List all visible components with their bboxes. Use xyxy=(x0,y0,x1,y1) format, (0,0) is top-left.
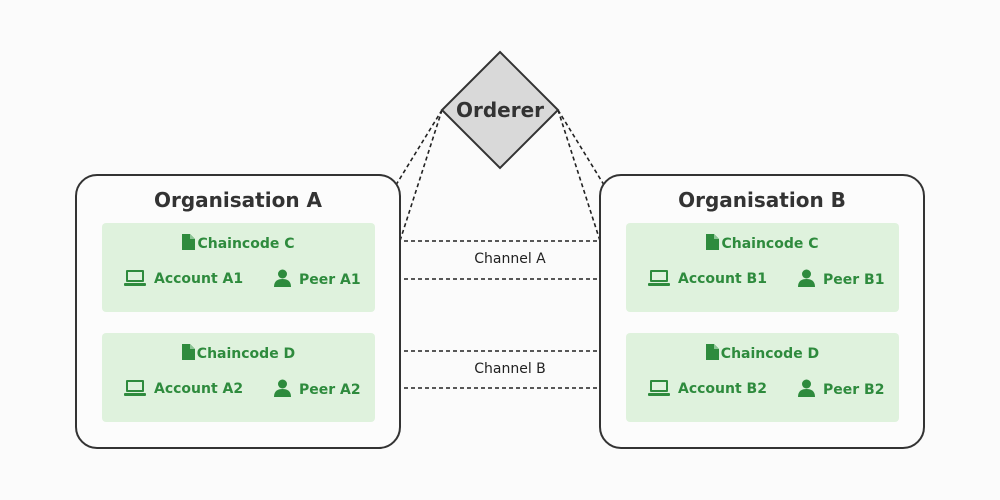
account-item: Account B1 xyxy=(648,269,767,290)
chaincode-label: Chaincode C xyxy=(102,234,375,254)
account-label: Account B2 xyxy=(678,381,767,397)
org-b-chaincode-c-group: Chaincode C Account B1 Peer B1 xyxy=(626,223,899,312)
account-item: Account A1 xyxy=(124,269,243,290)
orderer-diamond xyxy=(440,50,560,170)
peer-label: Peer A2 xyxy=(299,382,361,398)
organisation-b-title: Organisation B xyxy=(678,188,846,212)
chaincode-label: Chaincode D xyxy=(102,344,375,364)
laptop-icon xyxy=(648,379,670,400)
document-icon xyxy=(181,344,195,364)
peer-label: Peer A1 xyxy=(299,272,361,288)
laptop-icon xyxy=(124,269,146,290)
chaincode-name: Chaincode C xyxy=(721,236,819,252)
organisation-b-box: Organisation B Chaincode C Account B1 Pe… xyxy=(599,174,925,449)
chaincode-name: Chaincode D xyxy=(720,346,820,362)
org-a-chaincode-c-group: Chaincode C Account A1 Peer A1 xyxy=(102,223,375,312)
document-icon xyxy=(182,234,196,254)
person-icon xyxy=(798,379,815,401)
account-item: Account A2 xyxy=(124,379,243,400)
account-label: Account B1 xyxy=(678,271,767,287)
orderer-to-org-b-top-line xyxy=(557,109,629,225)
laptop-icon xyxy=(648,269,670,290)
org-b-chaincode-d-group: Chaincode D Account B2 Peer B2 xyxy=(626,333,899,422)
chaincode-name: Chaincode D xyxy=(196,346,296,362)
person-icon xyxy=(274,269,291,291)
account-item: Account B2 xyxy=(648,379,767,400)
account-label: Account A2 xyxy=(154,381,244,397)
org-a-chaincode-d-group: Chaincode D Account A2 Peer A2 xyxy=(102,333,375,422)
organisation-a-title: Organisation A xyxy=(153,188,322,212)
chaincode-name: Chaincode C xyxy=(197,236,295,252)
channel-b-label: Channel B xyxy=(474,361,546,377)
peer-item: Peer B2 xyxy=(798,379,884,401)
document-icon xyxy=(705,344,719,364)
chaincode-label: Chaincode D xyxy=(626,344,899,364)
peer-item: Peer A2 xyxy=(274,379,361,401)
peer-label: Peer B1 xyxy=(823,272,885,288)
account-label: Account A1 xyxy=(154,271,244,287)
organisation-a-box: Organisation A Chaincode C Account A1 Pe… xyxy=(75,174,401,449)
orderer-to-org-a-top-line xyxy=(371,109,443,225)
peer-label: Peer B2 xyxy=(823,382,885,398)
person-icon xyxy=(798,269,815,291)
peer-item: Peer A1 xyxy=(274,269,361,291)
orderer-label: Orderer xyxy=(456,98,544,122)
document-icon xyxy=(706,234,720,254)
person-icon xyxy=(274,379,291,401)
channel-a-label: Channel A xyxy=(474,251,546,267)
peer-item: Peer B1 xyxy=(798,269,884,291)
chaincode-label: Chaincode C xyxy=(626,234,899,254)
laptop-icon xyxy=(124,379,146,400)
